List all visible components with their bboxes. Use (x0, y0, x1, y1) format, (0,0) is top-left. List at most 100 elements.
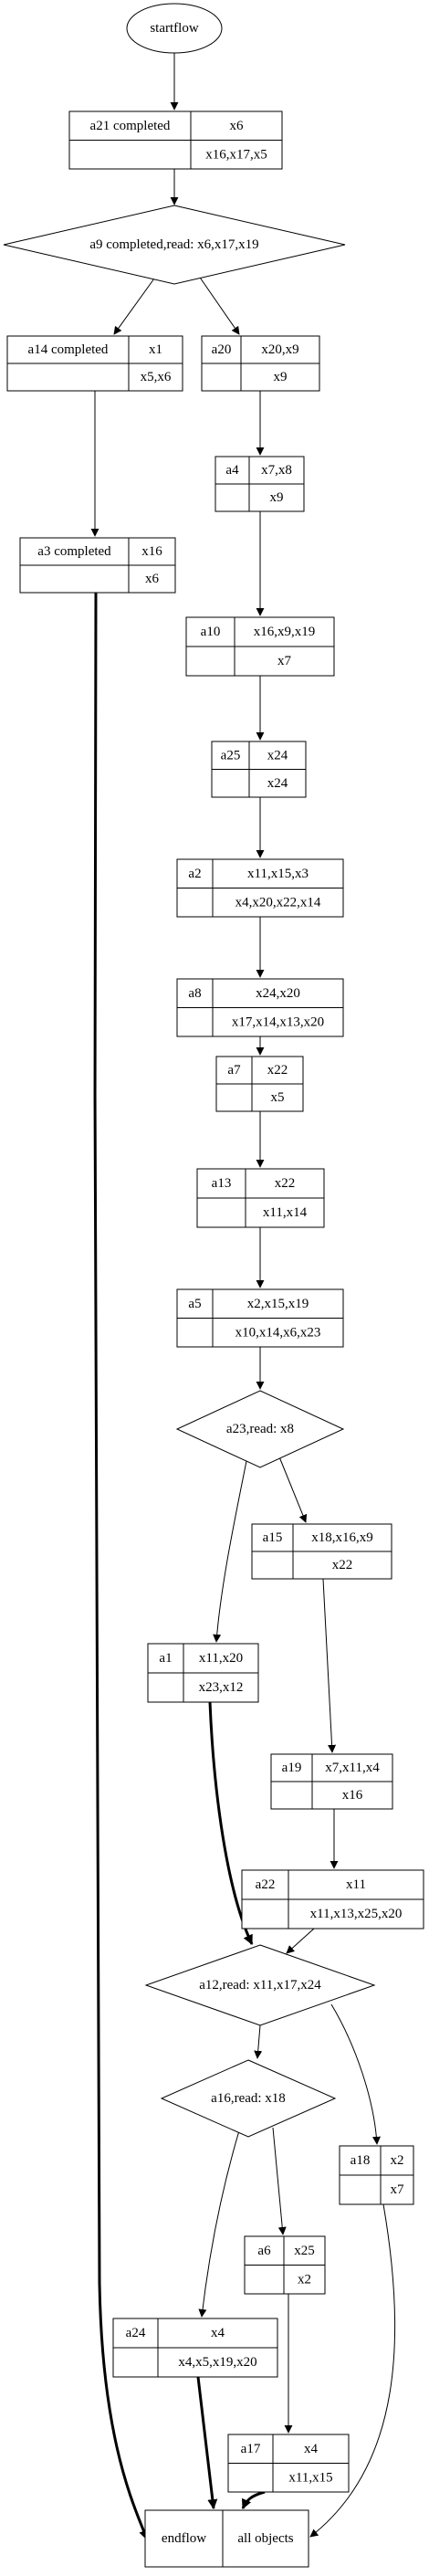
activity-name: a25 (221, 748, 241, 762)
node-a6: a6 x25 x2 (244, 2235, 326, 2295)
node-a14: a14 completed x1 x5,x6 (6, 335, 183, 392)
start-label: startflow (150, 21, 198, 36)
node-a8: a8 x24,x20 x17,x14,x13,x20 (176, 978, 344, 1037)
activity-inputs: x9 (270, 490, 284, 505)
activity-name: a24 (126, 2326, 146, 2340)
activity-outputs: x22 (275, 1176, 296, 1191)
node-a25: a25 x24 x24 (211, 741, 307, 798)
activity-inputs: x6 (145, 572, 160, 586)
edge-a16-to-a24 (198, 2127, 241, 2318)
activity-name: a18 (351, 2153, 371, 2168)
activity-inputs: x9 (274, 370, 288, 384)
decision-diamond (3, 205, 346, 285)
activity-outputs: x7,x11,x4 (325, 1761, 380, 1775)
activity-name: a20 (212, 342, 232, 357)
activity-name: a1 (159, 1651, 172, 1666)
activity-outputs: x11,x20 (199, 1651, 243, 1666)
activity-outputs: x16,x9,x19 (254, 625, 316, 639)
decision-diamond (160, 2059, 337, 2138)
edge-a24-to-endflow (196, 2376, 218, 2510)
activity-inputs: x10,x14,x6,x23 (235, 1325, 321, 1340)
activity-inputs: x16,x17,x5 (205, 147, 267, 162)
edge-a16-to-a6 (272, 2127, 287, 2235)
activity-name: a10 (201, 625, 221, 639)
activity-outputs: x11,x15,x3 (247, 867, 309, 881)
activity-name: a19 (282, 1761, 302, 1775)
node-a1: a1 x11,x20 x23,x12 (147, 1643, 259, 1703)
activity-outputs: x24,x20 (256, 986, 300, 1001)
node-a21: a21 completed x6 x16,x17,x5 (68, 110, 283, 170)
activity-inputs: x17,x14,x13,x20 (232, 1015, 324, 1029)
decision-label: a12,read: x11,x17,x24 (199, 1978, 321, 1992)
activity-inputs: x23,x12 (199, 1680, 244, 1695)
edge-a3-to-endflow (93, 592, 149, 2541)
activity-outputs: x20,x9 (261, 342, 298, 357)
edge-a18-to-endflow (309, 2203, 396, 2538)
activity-inputs: x5 (271, 1090, 285, 1105)
activity-name: a22 (256, 1877, 276, 1892)
activity-name: a2 (188, 867, 201, 881)
activity-name: a3 completed (37, 544, 111, 559)
activity-inputs: x4,x20,x22,x14 (235, 895, 321, 909)
node-a22: a22 x11 x11,x13,x25,x20 (241, 1869, 424, 1929)
edge-a9-to-a14 (113, 271, 160, 335)
activity-name: a15 (263, 1530, 283, 1545)
edge-a15-to-a19 (322, 1578, 337, 1753)
activity-outputs: x16 (141, 544, 162, 559)
activity-outputs: x11 (346, 1877, 366, 1892)
activity-name: a13 (212, 1176, 232, 1191)
edge-a9-to-a20 (195, 271, 240, 335)
start-ellipse (126, 3, 223, 54)
activity-name: a6 (257, 2244, 271, 2258)
edge-a23-to-a15 (277, 1454, 308, 1523)
decision-label: a16,read: x18 (211, 2091, 286, 2106)
end-outputs: all objects (237, 2531, 293, 2546)
node-a3: a3 completed x16 x6 (19, 537, 176, 594)
activity-outputs: x7,x8 (261, 463, 292, 478)
activity-inputs: x5,x6 (141, 370, 172, 384)
activity-inputs: x4,x5,x19,x20 (178, 2355, 256, 2370)
node-a5: a5 x2,x15,x19 x10,x14,x6,x23 (176, 1288, 344, 1348)
end-label: endflow (162, 2531, 206, 2546)
node-a13: a13 x22 x11,x14 (196, 1168, 325, 1228)
decision-diamond (175, 1390, 345, 1468)
activity-outputs: x1 (149, 342, 162, 357)
node-a16: a16,read: x18 (160, 2059, 337, 2138)
activity-outputs: x25 (294, 2244, 315, 2258)
activity-name: a17 (241, 2442, 261, 2456)
activity-outputs: x6 (230, 119, 245, 133)
decision-diamond (144, 1944, 376, 2026)
activity-inputs: x11,x13,x25,x20 (310, 1907, 403, 1921)
node-a9: a9 completed,read: x6,x17,x19 (3, 205, 346, 285)
activity-inputs: x11,x15 (288, 2470, 332, 2485)
node-a10: a10 x16,x9,x19 x7 (185, 616, 335, 677)
node-startflow: startflow (126, 3, 223, 54)
node-a4: a4 x7,x8 x9 (214, 456, 305, 512)
decision-label: a23,read: x8 (226, 1422, 294, 1436)
end-box (144, 2509, 309, 2568)
activity-outputs: x2,x15,x19 (247, 1297, 309, 1311)
activity-name: a8 (188, 986, 201, 1001)
activity-name: a4 (225, 463, 239, 478)
activity-inputs: x24 (267, 776, 288, 791)
activity-name: a14 completed (28, 342, 109, 357)
activity-outputs: x24 (267, 748, 288, 762)
activity-name: a21 completed (90, 119, 171, 133)
activity-outputs: x4 (304, 2442, 319, 2456)
activity-name: a5 (188, 1297, 201, 1311)
activity-inputs: x2 (298, 2272, 311, 2287)
nodes-layer: startflow a21 completed x6 x16,x17,x5 a9 com… (3, 3, 424, 2568)
activity-outputs: x18,x16,x9 (311, 1530, 373, 1545)
edge-a12-to-a16 (254, 2024, 263, 2059)
activity-inputs: x11,x14 (263, 1205, 308, 1220)
node-endflow: endflow all objects (144, 2509, 309, 2568)
edge-a12-to-a18 (330, 2003, 381, 2145)
node-a23: a23,read: x8 (175, 1390, 345, 1468)
activity-inputs: x7 (277, 654, 292, 668)
edge-a17-to-endflow (241, 2490, 266, 2510)
